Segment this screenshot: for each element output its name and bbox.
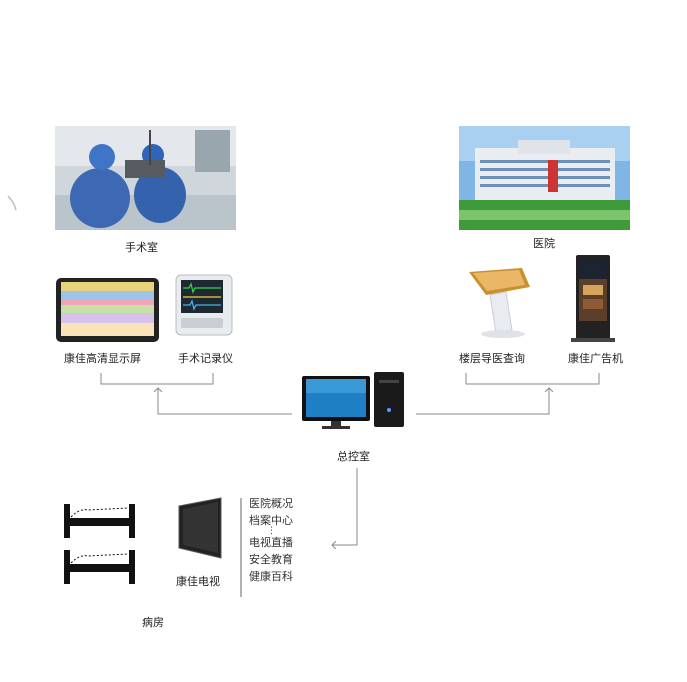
floor-guide-kiosk-image bbox=[469, 268, 530, 338]
arrow-to-ward bbox=[332, 468, 358, 545]
surgery-recorder-image bbox=[175, 274, 233, 336]
menu-item: 电视直播 bbox=[249, 536, 293, 549]
operating-room-photo bbox=[55, 126, 236, 230]
ad-machine-image bbox=[571, 255, 615, 342]
floor-guide-label: 楼层导医查询 bbox=[459, 352, 525, 365]
arrow-to-right-devices bbox=[416, 388, 549, 415]
edge-mark bbox=[7, 195, 17, 211]
hd-display-label: 康佳高清显示屏 bbox=[64, 352, 141, 365]
menu-ellipsis: ⋮ bbox=[267, 526, 276, 536]
menu-item: 档案中心 bbox=[249, 514, 293, 527]
hospital-label: 医院 bbox=[533, 237, 555, 250]
menu-item: 医院概况 bbox=[249, 497, 293, 510]
tv-channel-menu: 医院概况 档案中心 ⋮ 电视直播 安全教育 健康百科 bbox=[249, 495, 293, 585]
arrow-to-left-devices bbox=[158, 388, 292, 415]
ward-label: 病房 bbox=[142, 616, 164, 629]
konka-tv-icon bbox=[178, 497, 222, 559]
menu-item: 健康百科 bbox=[249, 570, 293, 583]
surgery-recorder-label: 手术记录仪 bbox=[178, 352, 233, 365]
menu-item: 安全教育 bbox=[249, 553, 293, 566]
bed-icon-top bbox=[64, 504, 135, 538]
konka-tv-label: 康佳电视 bbox=[176, 575, 220, 588]
hospital-photo bbox=[459, 126, 630, 230]
bed-icon-bottom bbox=[64, 550, 135, 584]
control-room-label: 总控室 bbox=[337, 450, 370, 463]
hd-display-image bbox=[56, 278, 159, 342]
ad-machine-label: 康佳广告机 bbox=[568, 352, 623, 365]
operating-room-label: 手术室 bbox=[125, 241, 158, 254]
control-room-computer-image bbox=[302, 372, 404, 429]
left-devices-bracket bbox=[100, 373, 214, 385]
right-devices-bracket bbox=[465, 373, 600, 385]
